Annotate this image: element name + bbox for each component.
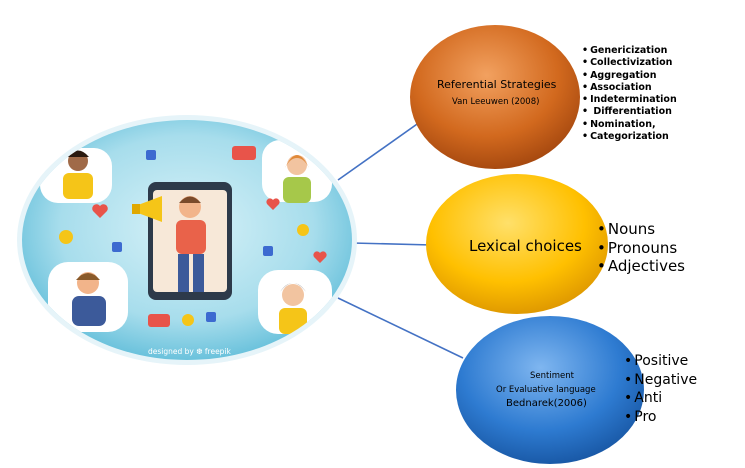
list-item: Anti <box>624 389 697 408</box>
list-item: Negative <box>624 371 697 390</box>
sentiment-list: Positive Negative Anti Pro <box>624 352 697 426</box>
referential-source: Van Leeuwen (2008) <box>452 97 540 107</box>
like-icon <box>146 150 156 160</box>
heart-icon <box>92 204 108 218</box>
list-item: Association <box>582 82 677 94</box>
heart-icon <box>313 251 327 263</box>
referential-list: Genericization Collectivization Aggregat… <box>582 45 677 143</box>
list-item: Adjectives <box>597 257 685 276</box>
like-icon <box>206 312 216 322</box>
sentiment-node <box>456 316 644 464</box>
list-item: Nouns <box>597 220 685 239</box>
lexical-title: Lexical choices <box>469 237 582 255</box>
list-item: Nomination, <box>582 119 677 131</box>
chat-icon <box>148 314 170 327</box>
list-item: Aggregation <box>582 70 677 82</box>
list-item: Indetermination <box>582 94 677 106</box>
chat-icon <box>232 146 256 160</box>
list-item: Categorization <box>582 131 677 143</box>
referential-strategies-node <box>410 25 580 169</box>
referential-title: Referential Strategies <box>437 78 557 91</box>
list-item: Differentiation <box>582 106 677 118</box>
freepik-credit: designed by ❆ freepik <box>148 347 231 356</box>
lexical-choices-node <box>426 174 608 314</box>
sentiment-title: Sentiment <box>530 371 574 381</box>
list-item: Pro <box>624 408 697 427</box>
sentiment-subtitle: Or Evaluative language <box>496 385 596 395</box>
smile-emoji-icon <box>182 314 194 326</box>
sentiment-source: Bednarek(2006) <box>506 398 587 409</box>
like-icon <box>112 242 122 252</box>
connector-lexical <box>351 242 433 246</box>
like-icon <box>263 246 273 256</box>
megaphone-icon <box>138 196 162 222</box>
smile-emoji-icon <box>59 230 73 244</box>
heart-icon <box>266 198 280 210</box>
connector-referential <box>337 121 421 181</box>
social-media-illustration <box>17 115 357 365</box>
smile-emoji-icon <box>297 224 309 236</box>
list-item: Genericization <box>582 45 677 57</box>
list-item: Collectivization <box>582 57 677 69</box>
lexical-list: Nouns Pronouns Adjectives <box>597 220 685 276</box>
connector-sentiment <box>337 297 464 359</box>
list-item: Positive <box>624 352 697 371</box>
list-item: Pronouns <box>597 239 685 258</box>
